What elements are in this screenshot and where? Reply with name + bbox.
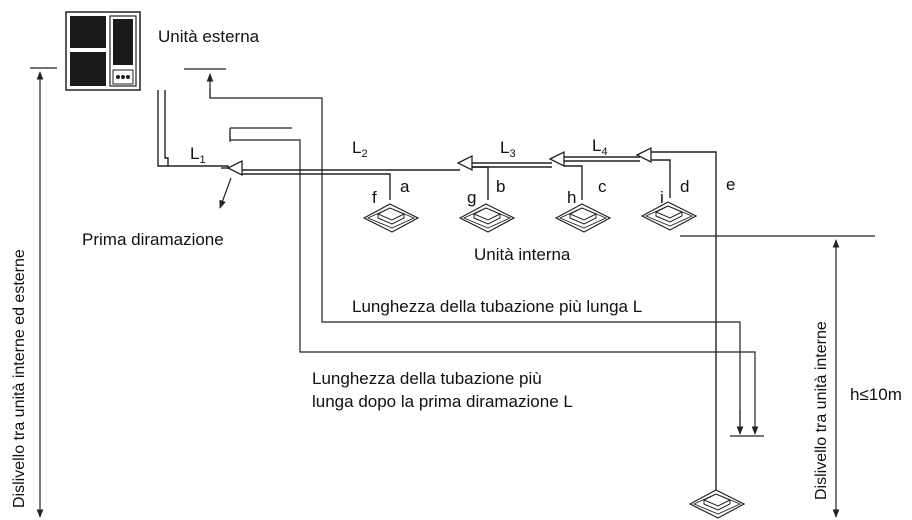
- indoor-unit-icon: [688, 489, 746, 519]
- branch-joint-3-icon: [548, 150, 565, 168]
- segment-L3: L3: [500, 138, 516, 160]
- segment-L2: L2: [352, 138, 368, 160]
- branch-pipe-e: [651, 151, 717, 494]
- first-branch-pointer: [219, 177, 232, 209]
- h-limit-label: h≤10m: [850, 385, 902, 404]
- indoor-unit-icon: [458, 203, 516, 233]
- branch-label-f: f: [372, 188, 377, 207]
- branch-pipe-a: [380, 173, 391, 200]
- indoor-unit-icon: [362, 203, 420, 233]
- segment-L1: L1: [190, 144, 206, 166]
- height-indoor-outdoor-label: Dislivello tra unità interne ed esterne: [11, 249, 28, 508]
- longest-after-branch-label-line1: Lunghezza della tubazione più: [312, 369, 542, 388]
- longest-pipe-label: Lunghezza della tubazione più lunga L: [352, 297, 642, 316]
- branch-label-b: b: [496, 177, 505, 196]
- branch-pipe-c: [564, 165, 583, 200]
- branch-label-d: d: [680, 177, 689, 196]
- indoor-unit-icon: [640, 201, 698, 231]
- branch-label-e: e: [726, 175, 735, 194]
- branch-label-c: c: [598, 177, 607, 196]
- branch-label-h: h: [567, 188, 576, 207]
- height-indoor-indoor-label: Dislivello tra unità interne: [813, 321, 830, 500]
- branch-label-g: g: [467, 188, 476, 207]
- branch-joint-4-icon: [635, 146, 652, 164]
- branch-label-i: i: [660, 188, 664, 207]
- longest-after-branch-label-line2: lunga dopo la prima diramazione L: [312, 392, 573, 411]
- first-branch-label: Prima diramazione: [82, 230, 224, 249]
- branch-label-a: a: [400, 177, 410, 196]
- main-pipe-lower: [164, 90, 169, 166]
- longest-after-branch-path: [229, 130, 756, 410]
- outdoor-unit-icon: [65, 11, 141, 91]
- branch-pipe-d: [651, 159, 671, 198]
- branch-pipe-b: [472, 166, 489, 200]
- indoor-unit-label: Unità interna: [474, 245, 571, 264]
- outdoor-unit-label: Unità esterna: [158, 27, 260, 46]
- indoor-unit-icon: [554, 203, 612, 233]
- first-branch-joint-icon: [226, 159, 243, 177]
- segment-L4: L4: [592, 136, 608, 158]
- branch-joint-2-icon: [456, 154, 473, 172]
